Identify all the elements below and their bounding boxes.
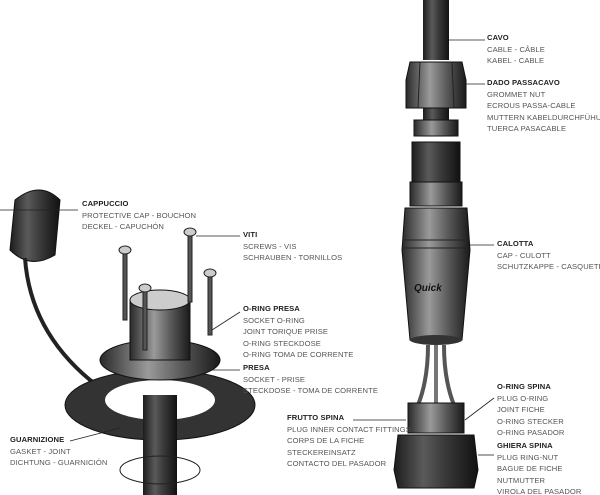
- plug-body: [393, 402, 479, 489]
- label-title: GUARNIZIONE: [10, 435, 65, 444]
- label-line: SCREWS - VIS: [243, 241, 297, 251]
- label-line: GROMMET NUT: [487, 89, 546, 99]
- label-line: GASKET - JOINT: [10, 446, 71, 456]
- label-frutto-spina: FRUTTO SPINA PLUG INNER CONTACT FITTINGS…: [287, 412, 411, 470]
- label-line: PLUG INNER CONTACT FITTINGS: [287, 424, 411, 434]
- label-line: SCHUTZKAPPE - CASQUETE: [497, 262, 600, 271]
- label-viti: VITI SCREWS - VIS SCHRAUBEN - TORNILLOS: [243, 229, 342, 264]
- label-cappuccio: CAPPUCCIO PROTECTIVE CAP - BOUCHON DECKE…: [82, 198, 196, 233]
- label-line: ECROUS PASSA-CABLE: [487, 101, 576, 110]
- label-oring-presa: O-RING PRESA SOCKET O-RING JOINT TORIQUE…: [243, 303, 353, 361]
- leader-lines: [0, 39, 495, 456]
- label-line: DECKEL - CAPUCHÓN: [82, 222, 165, 231]
- plug-cap: [401, 207, 471, 345]
- label-line: SOCKET - PRISE: [243, 374, 306, 384]
- label-title: DADO PASSACAVO: [487, 78, 560, 87]
- label-line: STECKEREINSATZ: [287, 447, 356, 457]
- label-title: CALOTTA: [497, 239, 534, 248]
- label-line: JOINT FICHE: [497, 405, 545, 414]
- label-line: JOINT TORIQUE PRISE: [243, 327, 329, 336]
- label-line: KABEL - CABLE: [487, 56, 545, 65]
- label-title: CAVO: [487, 33, 509, 42]
- label-line: MUTTERN KABELDURCHFÜHUNG: [487, 112, 600, 122]
- label-line: PLUG RING-NUT: [497, 452, 559, 462]
- socket-body: [99, 289, 221, 495]
- label-line: STECKDOSE - TOMA DE CORRENTE: [243, 386, 379, 395]
- label-line: TUERCA PASACABLE: [487, 124, 567, 133]
- label-line: CABLE - CÂBLE: [487, 44, 545, 54]
- label-line: DICHTUNG - GUARNICIÓN: [10, 458, 108, 467]
- label-ghiera-spina: GHIERA SPINA PLUG RING-NUT BAGUE DE FICH…: [497, 440, 582, 495]
- label-calotta: CALOTTA CAP - CULOTT SCHUTZKAPPE - CASQU…: [497, 238, 600, 273]
- label-line: NUTMUTTER: [497, 475, 546, 485]
- label-oring-spina: O-RING SPINA PLUG O-RING JOINT FICHE O-R…: [497, 381, 565, 439]
- label-dado-passacavo: DADO PASSACAVO GROMMET NUT ECROUS PASSA-…: [487, 77, 600, 135]
- plug-wires: [416, 344, 456, 406]
- label-title: FRUTTO SPINA: [287, 413, 345, 422]
- label-title: O-RING SPINA: [497, 382, 551, 391]
- label-line: BAGUE DE FICHE: [497, 464, 563, 473]
- label-title: O-RING PRESA: [243, 304, 300, 313]
- label-title: VITI: [243, 230, 258, 239]
- label-line: O-RING STECKER: [497, 416, 564, 426]
- label-guarnizione: GUARNIZIONE GASKET - JOINT DICHTUNG - GU…: [10, 434, 107, 469]
- grommet-nut: [405, 61, 467, 207]
- label-line: O-RING TOMA DE CORRENTE: [243, 350, 354, 359]
- label-title: CAPPUCCIO: [82, 199, 129, 208]
- label-line: SOCKET O-RING: [243, 315, 305, 325]
- screws: [118, 227, 217, 351]
- label-line: VIROLA DEL PASADOR: [497, 487, 582, 495]
- label-line: PROTECTIVE CAP - BOUCHON: [82, 210, 197, 220]
- label-title: PRESA: [243, 363, 270, 372]
- label-presa: PRESA SOCKET - PRISE STECKDOSE - TOMA DE…: [243, 362, 378, 397]
- label-line: PLUG O-RING: [497, 393, 549, 403]
- label-title: GHIERA SPINA: [497, 441, 553, 450]
- label-line: CORPS DE LA FICHE: [287, 436, 365, 445]
- label-line: CAP - CULOTT: [497, 250, 551, 260]
- label-cavo: CAVO CABLE - CÂBLE KABEL - CABLE: [487, 32, 545, 67]
- brand-logo: Quick: [414, 283, 442, 294]
- label-line: O-RING STECKDOSE: [243, 338, 321, 348]
- label-line: O-RING PASADOR: [497, 428, 565, 437]
- label-line: SCHRAUBEN - TORNILLOS: [243, 253, 343, 262]
- label-line: CONTACTO DEL PASADOR: [287, 459, 387, 468]
